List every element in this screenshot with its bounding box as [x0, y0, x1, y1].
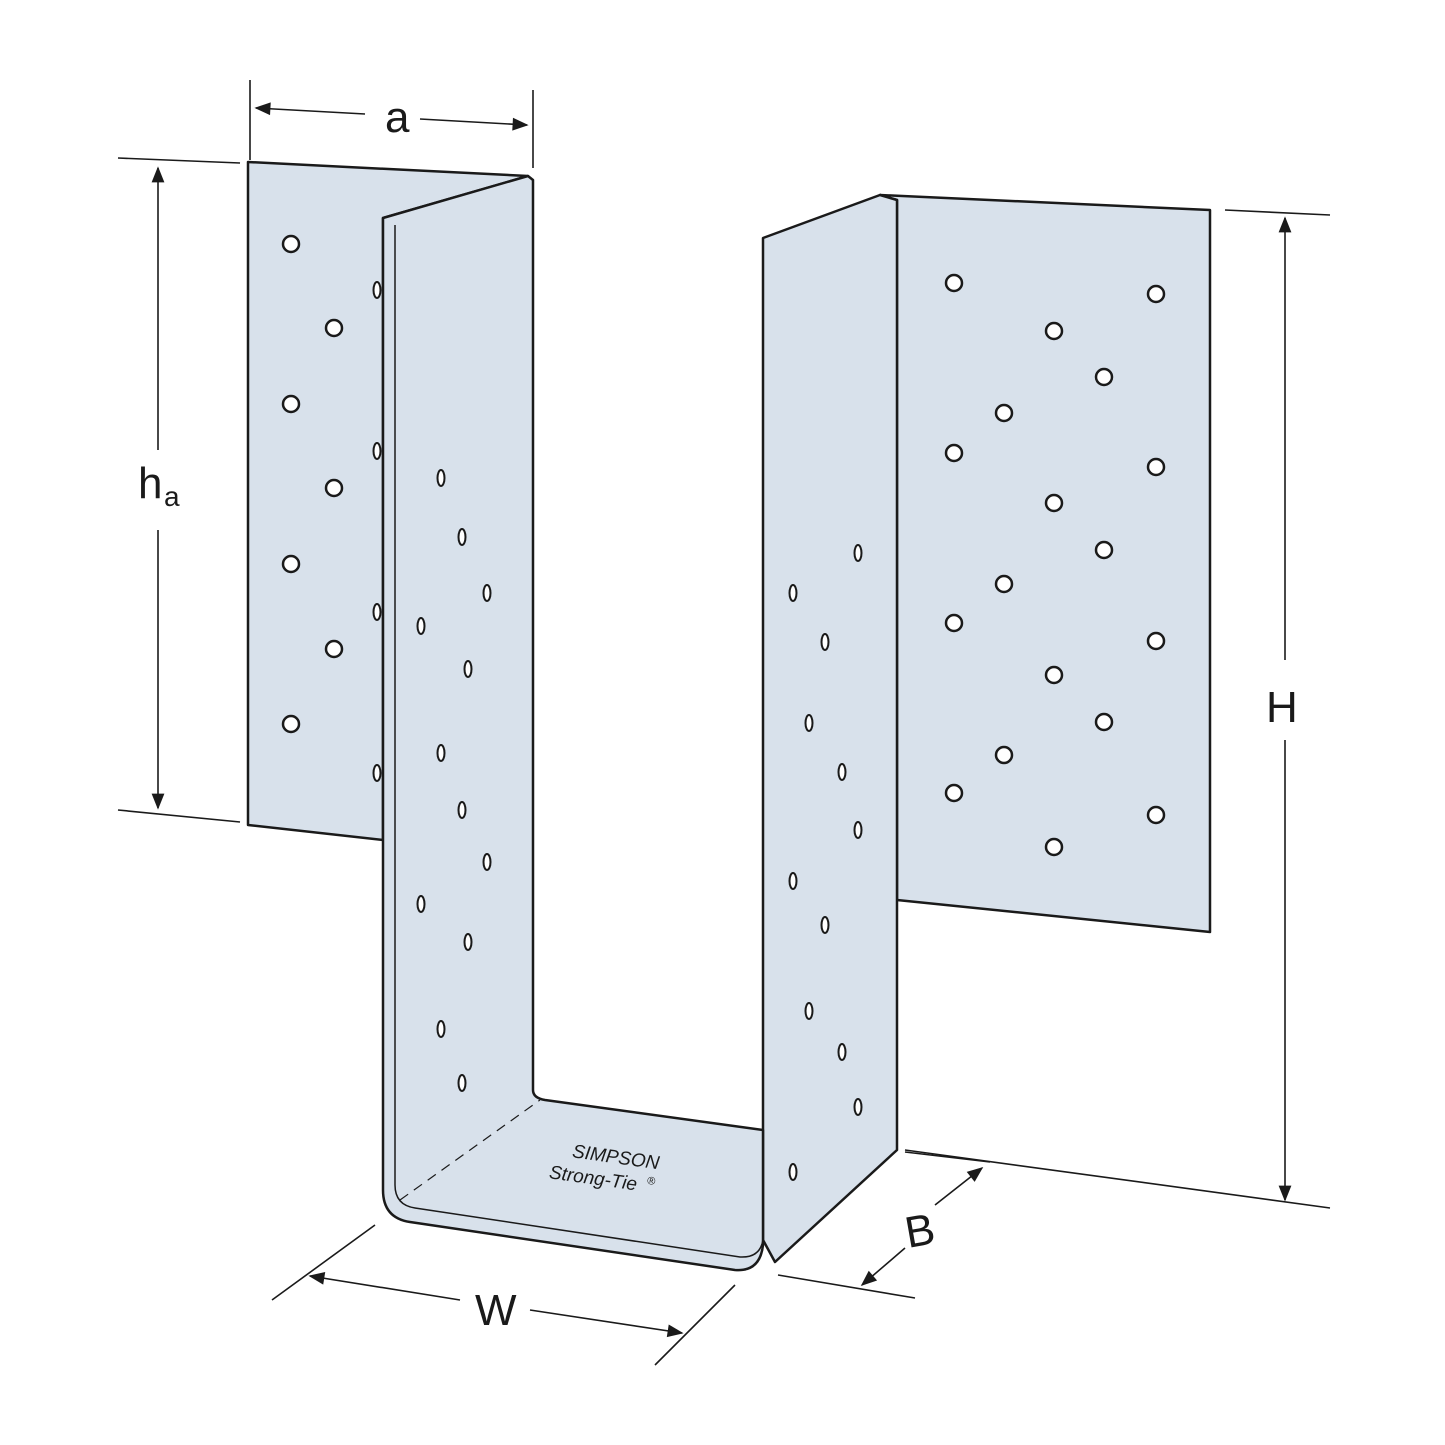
nail-hole-oblique — [788, 1163, 798, 1181]
nail-hole-oblique — [853, 821, 863, 839]
nail-hole-oblique — [372, 764, 382, 782]
nail-hole-oblique — [457, 1074, 467, 1092]
inner-edge — [394, 225, 764, 1258]
nail-hole-oblique — [788, 584, 798, 602]
nail-hole — [1146, 631, 1166, 651]
nail-hole-oblique — [457, 801, 467, 819]
nail-hole-oblique — [372, 603, 382, 621]
hidden-fold-line — [399, 1099, 541, 1201]
nail-hole-oblique — [372, 442, 382, 460]
nail-hole-oblique — [482, 853, 492, 871]
nail-hole — [944, 613, 964, 633]
nail-hole — [324, 478, 344, 498]
nail-hole-oblique — [804, 1002, 814, 1020]
nail-hole — [944, 273, 964, 293]
nail-hole — [994, 745, 1014, 765]
nail-hole-oblique — [372, 281, 382, 299]
nail-hole — [281, 234, 301, 254]
nail-hole — [281, 714, 301, 734]
nail-hole — [324, 318, 344, 338]
nail-hole — [1044, 665, 1064, 685]
right-side-plate — [761, 193, 899, 1264]
nail-hole — [1146, 284, 1166, 304]
nail-hole-oblique — [463, 660, 473, 678]
dim-label-a: a — [385, 93, 410, 142]
nail-hole-oblique — [457, 528, 467, 546]
nail-hole-oblique — [436, 744, 446, 762]
nail-hole — [1146, 457, 1166, 477]
dim-label-W: W — [475, 1286, 517, 1335]
nail-hole-oblique — [436, 1020, 446, 1038]
nail-hole — [281, 394, 301, 414]
nail-hole-oblique — [804, 714, 814, 732]
nail-holes — [281, 234, 1166, 1181]
nail-hole-oblique — [788, 872, 798, 890]
nail-hole — [1044, 321, 1064, 341]
nail-hole — [1094, 540, 1114, 560]
nail-hole — [944, 783, 964, 803]
nail-hole-oblique — [416, 895, 426, 913]
nail-hole — [1044, 493, 1064, 513]
nail-hole-oblique — [416, 617, 426, 635]
nail-hole — [994, 574, 1014, 594]
nail-hole-oblique — [463, 933, 473, 951]
nail-hole-oblique — [482, 584, 492, 602]
dim-label-ha: h — [138, 459, 162, 508]
nail-hole-oblique — [853, 1098, 863, 1116]
nail-hole-oblique — [820, 633, 830, 651]
nail-hole — [1094, 712, 1114, 732]
nail-hole — [1094, 367, 1114, 387]
nail-hole — [281, 554, 301, 574]
nail-hole-oblique — [853, 544, 863, 562]
nail-hole-oblique — [837, 763, 847, 781]
logo-mark: ® — [646, 1175, 657, 1188]
nail-hole — [324, 639, 344, 659]
nail-hole — [1146, 805, 1166, 825]
nail-hole-oblique — [837, 1043, 847, 1061]
nail-hole — [994, 403, 1014, 423]
nail-hole-oblique — [436, 469, 446, 487]
u-body — [381, 174, 765, 1272]
dim-label-B: B — [901, 1204, 938, 1257]
nail-hole-oblique — [820, 916, 830, 934]
nail-hole — [944, 443, 964, 463]
dim-label-ha-subscript: a — [164, 481, 180, 512]
dim-label-H: H — [1266, 683, 1298, 732]
nail-hole — [1044, 837, 1064, 857]
